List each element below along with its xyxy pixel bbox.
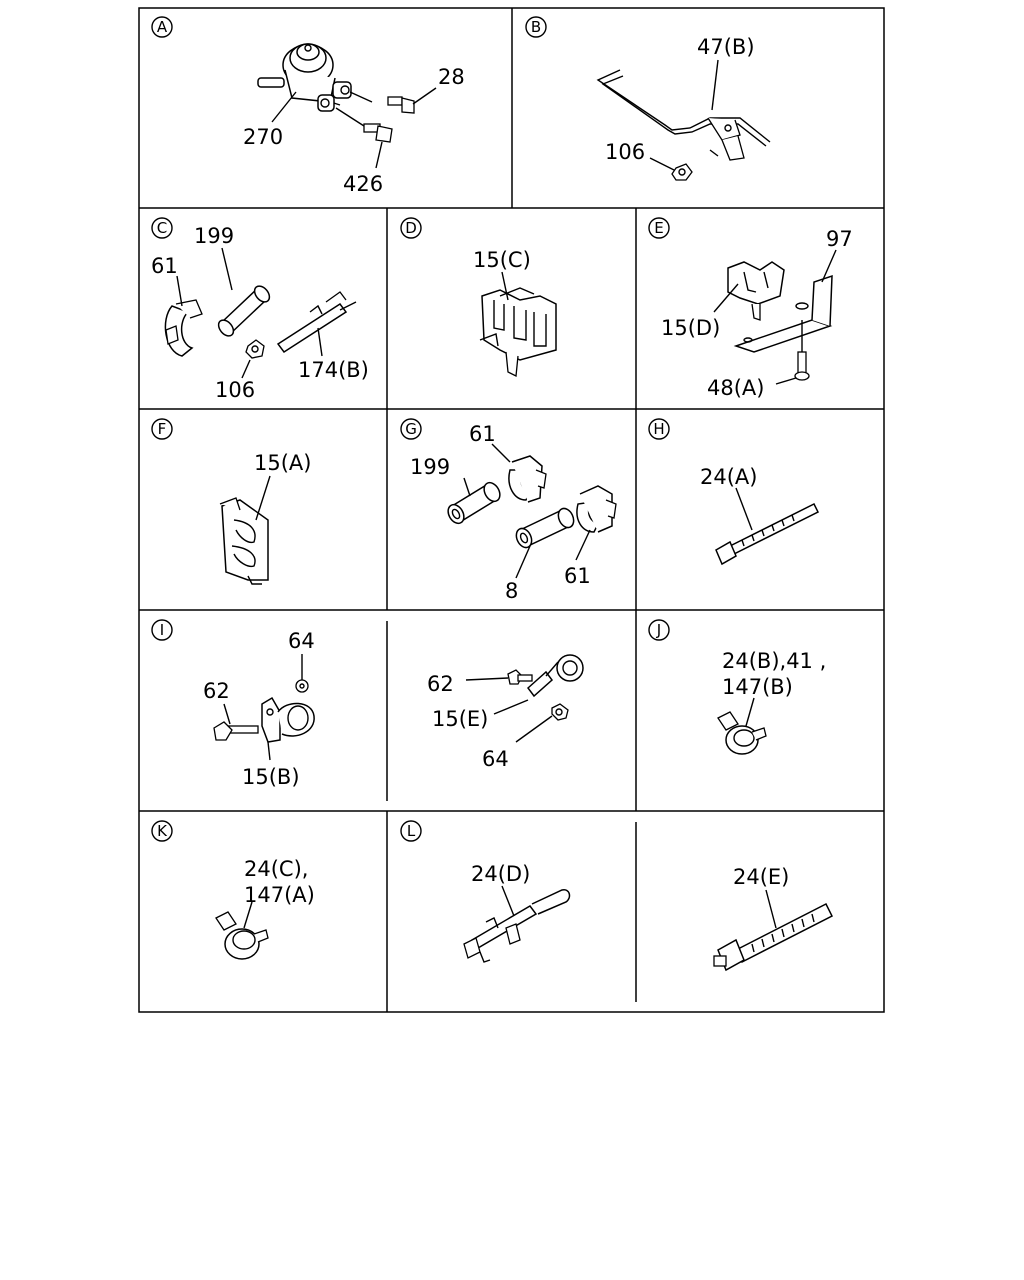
clip-15c (479, 287, 557, 378)
panel-d-marker: D (400, 217, 422, 239)
panel-g-marker: G (400, 418, 422, 440)
label-24a: 24(A) (700, 465, 757, 489)
label-24d: 24(D) (471, 862, 530, 886)
label-426: 426 (343, 172, 383, 196)
bolt-62-i2 (507, 669, 533, 685)
label-j-line1: 24(B),41 , (722, 649, 826, 673)
label-15d: 15(D) (661, 316, 720, 340)
panel-b: B 47(B) 106 (525, 16, 771, 181)
svg-text:D: D (405, 219, 417, 237)
label-15e: 15(E) (432, 707, 488, 731)
label-15b: 15(B) (242, 765, 300, 789)
label-106-b: 106 (605, 140, 645, 164)
nut-106-b (649, 157, 693, 181)
label-15c: 15(C) (473, 248, 531, 272)
label-24e: 24(E) (733, 865, 789, 889)
svg-text:B: B (531, 18, 541, 36)
label-j-line2: 147(B) (722, 675, 793, 699)
label-270: 270 (243, 125, 283, 149)
panel-g: G 61 199 8 61 (400, 418, 617, 603)
label-64-i2: 64 (482, 747, 509, 771)
panel-k-marker: K (151, 820, 173, 842)
panel-b-marker: B (525, 16, 547, 38)
svg-text:J: J (656, 621, 661, 639)
nut-106-c (245, 339, 265, 359)
label-62-i2: 62 (427, 672, 454, 696)
label-174b: 174(B) (298, 358, 369, 382)
label-k-line2: 147(A) (244, 883, 315, 907)
bolt-28 (387, 87, 437, 114)
panel-c: C 199 61 106 174(B) (151, 217, 369, 402)
panel-i: I 64 62 15(B) (151, 619, 315, 789)
svg-text:H: H (653, 420, 664, 438)
panel-h-marker: H (648, 418, 670, 440)
svg-text:G: G (405, 420, 417, 438)
clip-15a (219, 497, 269, 585)
label-15a: 15(A) (254, 451, 311, 475)
cable-tie-24a (715, 502, 820, 566)
panel-d: D 15(C) (400, 217, 557, 378)
svg-text:A: A (157, 18, 168, 36)
panel-h: H 24(A) (648, 418, 820, 566)
bolt-426 (363, 123, 393, 169)
panel-l: L 24(D) (400, 820, 571, 963)
panel-l-marker: L (400, 820, 422, 842)
clip-61-c (164, 299, 203, 357)
label-62-i: 62 (203, 679, 230, 703)
bolt-48a (794, 320, 810, 381)
panel-a: A 270 28 (151, 16, 465, 196)
label-47b: 47(B) (697, 35, 755, 59)
tube-199-c (217, 285, 271, 337)
panel-j-marker: J (648, 619, 670, 641)
svg-text:I: I (160, 621, 164, 639)
label-k-line1: 24(C), (244, 857, 308, 881)
grid-frame (138, 7, 885, 1013)
panel-e-marker: E (648, 217, 670, 239)
panel-c-marker: C (151, 217, 173, 239)
hose-clamp-k (215, 911, 269, 960)
tube-8 (515, 507, 575, 549)
label-97: 97 (826, 227, 853, 251)
label-28: 28 (438, 65, 465, 89)
clip-61-g-lower (576, 485, 617, 533)
cable-tie-24e (713, 902, 834, 972)
clip-24d (463, 889, 571, 963)
label-106-c: 106 (215, 378, 255, 402)
svg-text:L: L (407, 822, 416, 840)
bolt-62-i (213, 721, 259, 741)
pipe-47b (596, 69, 771, 161)
panel-j: J 24(B),41 , 147(B) (648, 619, 826, 755)
label-61-g-upper: 61 (469, 422, 496, 446)
svg-text:F: F (158, 420, 167, 438)
panel-i2: 62 15(E) 64 (427, 654, 584, 771)
nut-64-i (295, 679, 309, 693)
label-8: 8 (505, 579, 518, 603)
svg-text:C: C (157, 219, 167, 237)
clip-15d (727, 261, 785, 321)
label-199-g: 199 (410, 455, 450, 479)
panel-i-marker: I (151, 619, 173, 641)
panel-f-marker: F (151, 418, 173, 440)
panel-a-marker: A (151, 16, 173, 38)
panel-f: F 15(A) (151, 418, 311, 585)
clamp-15e (526, 654, 584, 698)
clamp-15b (261, 696, 315, 743)
vacuum-valve-part (257, 43, 373, 127)
hose-clamp-j (717, 711, 767, 755)
clip-61-g-upper (508, 455, 547, 503)
svg-text:E: E (654, 219, 663, 237)
panel-e: E 97 15(D) 48(A) (648, 217, 853, 400)
panel-k: K 24(C), 147(A) (151, 820, 315, 960)
nut-64-i2 (551, 703, 569, 721)
label-48a: 48(A) (707, 376, 764, 400)
label-61-c: 61 (151, 254, 178, 278)
bracket-174b (276, 291, 357, 354)
label-199-c: 199 (194, 224, 234, 248)
label-61-g-lower: 61 (564, 564, 591, 588)
panel-l2: 24(E) (713, 865, 834, 972)
tube-199-g (447, 481, 501, 525)
label-64-i: 64 (288, 629, 315, 653)
svg-text:K: K (157, 822, 168, 840)
